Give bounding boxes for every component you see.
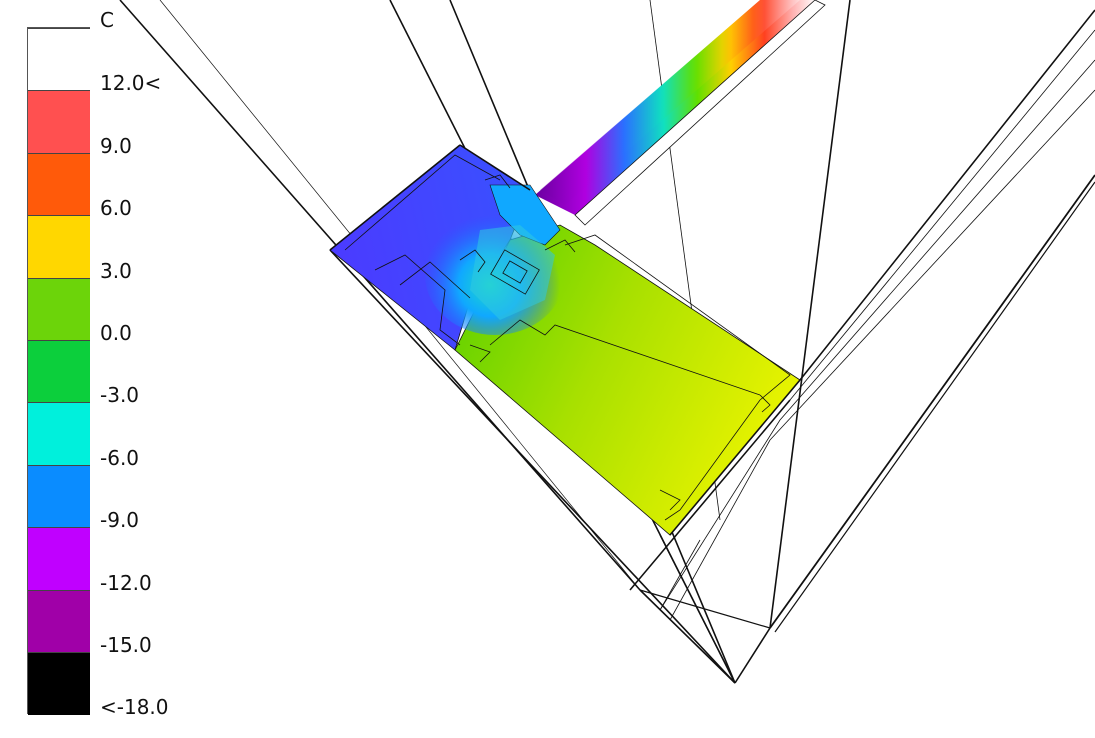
legend-tick-label: 12.0< (100, 71, 162, 96)
legend-tick-label: -15.0 (100, 633, 152, 657)
legend-tick-label: -3.0 (100, 383, 140, 408)
legend-tick-label: -12.0 (100, 570, 152, 595)
legend-swatch (28, 527, 90, 591)
legend-tick-label: 9.0 (100, 133, 132, 158)
thermal-break (425, 184, 565, 335)
color-legend: C 12.0< 9.0 6.0 3.0 0.0 -3.0 -6.0 -9.0 -12.0 -15.… (0, 0, 200, 738)
legend-tick-label: -9.0 (100, 508, 140, 533)
legend-swatch (28, 28, 90, 91)
legend-swatch (28, 652, 90, 715)
legend-swatch (28, 340, 90, 403)
legend-swatch (28, 589, 90, 653)
legend-tick-label: 0.0 (100, 321, 132, 345)
legend-tick-label: <-18.0 (100, 695, 169, 720)
legend-swatch (28, 464, 90, 528)
glazing-section (535, 0, 826, 226)
legend-swatch (28, 215, 90, 279)
legend-swatch (28, 152, 90, 216)
legend-tick-label: 6.0 (100, 196, 132, 221)
legend-swatch (28, 402, 90, 466)
legend-tick-label: -6.0 (100, 445, 140, 470)
profile-outlines (344, 154, 791, 521)
legend-tick-label: 3.0 (100, 258, 132, 283)
legend-unit: C (100, 8, 114, 32)
legend-swatch (28, 90, 90, 154)
legend-swatch (28, 277, 90, 341)
section-edges (329, 144, 801, 536)
